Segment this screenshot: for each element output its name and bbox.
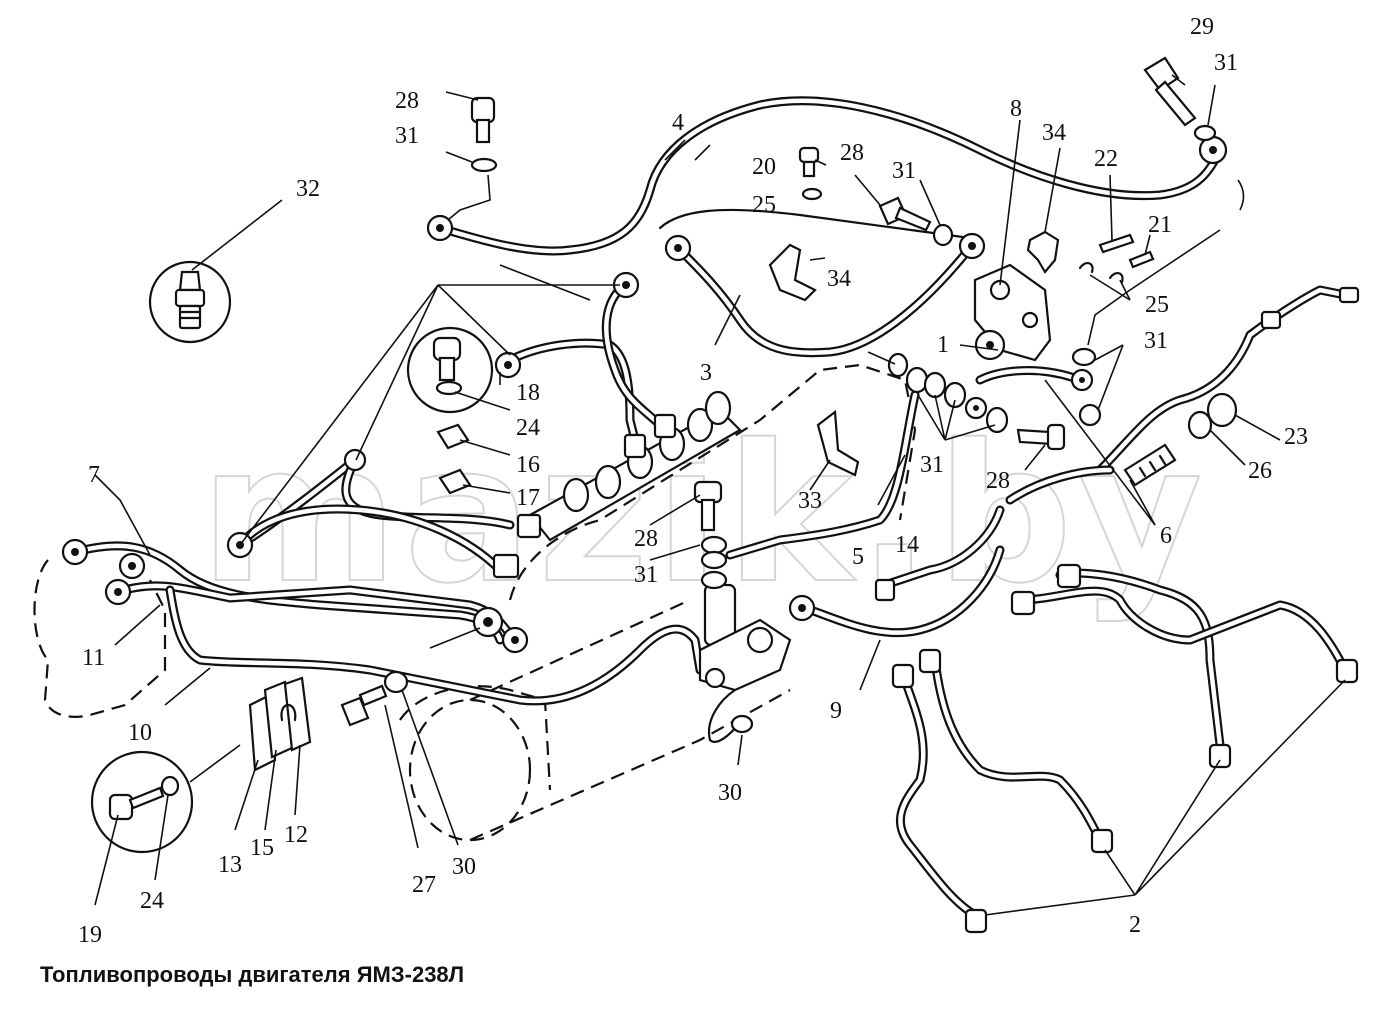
callout-6: 6: [1160, 523, 1172, 549]
callout-27: 27: [412, 872, 436, 898]
banjo-fittings: [61, 135, 1360, 934]
callout-14: 14: [895, 532, 919, 558]
callout-17: 17: [516, 485, 540, 511]
fuel-pipes: [70, 96, 1350, 920]
diagram-caption: Топливопроводы двигателя ЯМЗ-238Л: [40, 962, 465, 987]
callout-10: 10: [128, 720, 152, 746]
callout-34-top: 34: [1042, 120, 1066, 146]
callout-25-right: 25: [1145, 292, 1169, 318]
callout-28-top: 28: [840, 140, 864, 166]
callout-24-top: 24: [516, 415, 540, 441]
callout-30-left: 30: [452, 854, 476, 880]
callout-30-right: 30: [718, 780, 742, 806]
detail-circle-18-24: [406, 326, 494, 414]
injection-pump: [492, 390, 792, 692]
callout-1: 1: [937, 332, 949, 358]
callout-31-topleft: 31: [395, 123, 419, 149]
callout-2: 2: [1129, 912, 1141, 938]
callout-28-centre: 28: [634, 526, 658, 552]
callout-18: 18: [516, 380, 540, 406]
callout-3: 3: [700, 360, 712, 386]
callout-8: 8: [1010, 96, 1022, 122]
callout-22: 22: [1094, 146, 1118, 172]
leader-lines: [94, 74, 1346, 916]
callout-31-top: 31: [892, 158, 916, 184]
callout-32: 32: [296, 176, 320, 202]
callout-31-topright: 31: [1214, 50, 1238, 76]
small-parts: [248, 56, 1238, 772]
callout-4: 4: [672, 110, 684, 136]
callout-13: 13: [218, 852, 242, 878]
callout-31-centre: 31: [634, 562, 658, 588]
callout-19: 19: [78, 922, 102, 948]
callout-25-top: 25: [752, 192, 776, 218]
callout-7: 7: [88, 462, 100, 488]
callout-12: 12: [284, 822, 308, 848]
callout-labels: 1 2 3 4 5 6 7 8 9 10 11 12 13 14 15 16 1…: [78, 14, 1308, 948]
callout-20: 20: [752, 154, 776, 180]
callout-33: 33: [798, 488, 822, 514]
callout-31-middle: 31: [920, 452, 944, 478]
callout-16: 16: [516, 452, 540, 478]
callout-31-right: 31: [1144, 328, 1168, 354]
callout-28-topleft: 28: [395, 88, 419, 114]
detail-circle-19-24: [90, 750, 194, 854]
callout-15: 15: [250, 835, 274, 861]
filter-outline: [33, 559, 167, 718]
callout-29: 29: [1190, 14, 1214, 40]
callout-9: 9: [830, 698, 842, 724]
callout-34-middle: 34: [827, 266, 851, 292]
callout-21: 21: [1148, 212, 1172, 238]
callout-26: 26: [1248, 458, 1272, 484]
bracket-8: [973, 263, 1052, 362]
callout-23: 23: [1284, 424, 1308, 450]
callout-28-right: 28: [986, 468, 1010, 494]
callout-11: 11: [82, 645, 105, 671]
detail-circle-32: [148, 260, 232, 344]
callout-5: 5: [852, 544, 864, 570]
callout-24-bottom: 24: [140, 888, 164, 914]
